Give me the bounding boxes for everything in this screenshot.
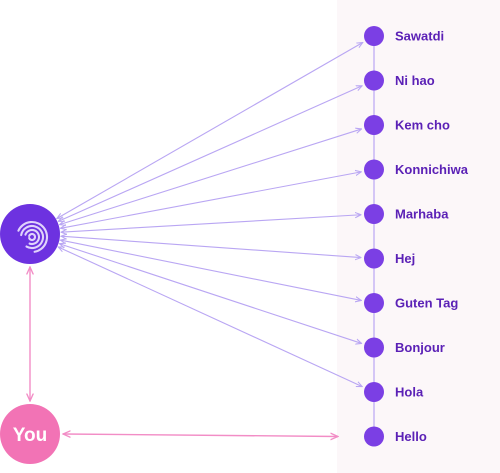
node-dot [364,337,384,358]
greeting-label: Kem cho [395,118,450,133]
greeting-node-marhaba: Marhaba [364,204,449,224]
you-greeting-edge [63,434,338,437]
fingerprint-ridge [17,221,49,253]
fingerprint-icon [17,221,49,253]
node-dot [364,159,384,180]
hub-edge-marhaba [61,215,361,232]
you-circle [0,404,60,464]
greeting-label: Konnichiwa [395,162,469,177]
greeting-label: Bonjour [395,340,445,355]
greeting-node-sawatdi: Sawatdi [364,26,444,46]
hub-edge-bonjour [59,244,361,344]
hub-edge-ni-hao [58,86,362,222]
hub-node [0,204,60,264]
connector-lines [30,42,363,436]
greeting-label: Guten Tag [395,296,458,311]
greeting-node-kem-cho: Kem cho [364,115,450,135]
greeting-label: Hej [395,251,415,266]
fingerprint-ridge [28,232,37,242]
node-dot [364,26,384,46]
greeting-node-guten-tag: Guten Tag [364,293,458,313]
greeting-node-hola: Hola [364,382,424,402]
you-label: You [13,425,47,446]
node-dot [364,248,384,269]
node-dot [364,70,384,91]
greeting-node-ni-hao: Ni hao [364,70,435,91]
greeting-node-hello: Hello [364,426,427,447]
fingerprint-ridge [20,224,45,250]
hub-edge-hola [58,247,362,387]
fingerprint-ridge [24,228,41,246]
greeting-node-hej: Hej [364,248,415,269]
greeting-label: Hola [395,385,424,400]
greeting-label: Ni hao [395,73,435,88]
node-dot [364,115,384,135]
node-dot [364,204,384,224]
node-dot [364,293,384,313]
greeting-label: Marhaba [395,207,449,222]
hub-edge-guten-tag [60,240,361,300]
greeting-label: Sawatdi [395,29,444,44]
node-dot [364,426,384,447]
node-dot [364,382,384,402]
hub-edge-kem-cho [60,129,362,225]
you-node: You [0,404,60,464]
greeting-label: Hello [395,429,427,444]
hub-edge-hej [61,236,361,257]
greeting-node-konnichiwa: Konnichiwa [364,159,469,180]
greeting-node-bonjour: Bonjour [364,337,445,358]
hub-edge-sawatdi [57,42,363,218]
